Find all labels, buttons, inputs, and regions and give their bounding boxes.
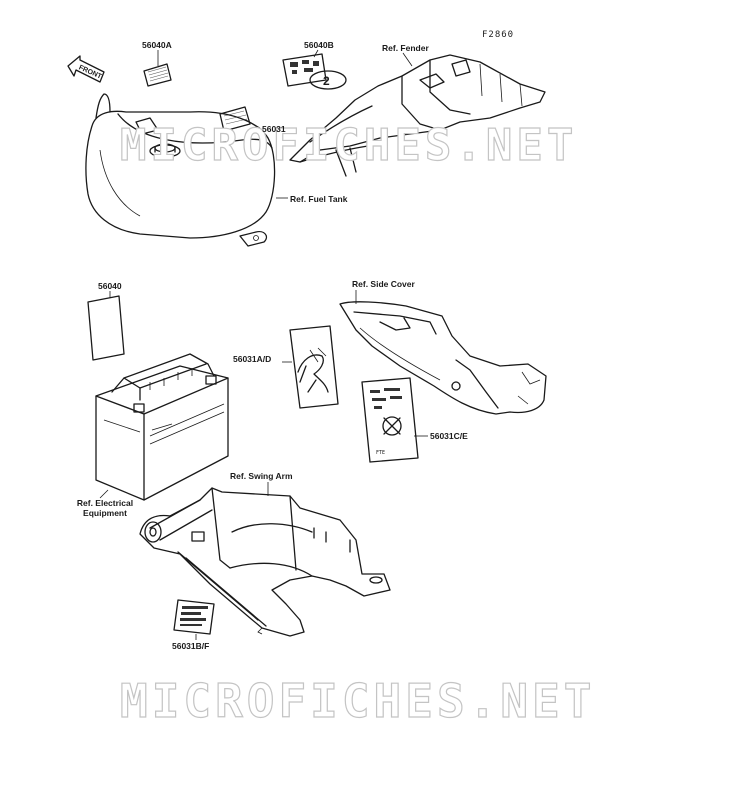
decal-56040-sheet	[87, 295, 125, 361]
decal-56040b-sheet: 2	[282, 53, 347, 90]
fuel-tank-drawing	[85, 93, 276, 247]
leader-fender	[402, 52, 413, 67]
label-ref-swing-arm: Ref. Swing Arm	[230, 471, 293, 481]
label-56031bf: 56031B/F	[172, 641, 210, 651]
side-cover-drawing	[339, 301, 547, 415]
label-ref-electrical-line1: Ref. Electrical	[76, 498, 134, 508]
label-56040a: 56040A	[142, 40, 172, 50]
battery-drawing	[95, 353, 229, 501]
label-ref-electrical: Ref. Electrical Equipment	[70, 498, 140, 518]
figure-code: F2860	[482, 30, 515, 40]
label-ref-side-cover: Ref. Side Cover	[352, 279, 415, 289]
label-56031ce: 56031C/E	[430, 431, 468, 441]
label-ref-fuel-tank: Ref. Fuel Tank	[290, 194, 348, 204]
decal-56031ad-sheet	[289, 325, 339, 409]
watermark-upper: MICROFICHES.NET	[119, 119, 578, 171]
label-56031ad: 56031A/D	[233, 354, 272, 364]
watermark-lower: MICROFICHES.NET	[119, 673, 596, 728]
label-ref-electrical-line2: Equipment	[83, 508, 127, 518]
label-56040b: 56040B	[304, 40, 334, 50]
swing-arm-drawing	[139, 487, 391, 637]
leader-56040b	[313, 49, 319, 58]
decal-56031bf-sheet	[173, 599, 215, 635]
front-arrow-sign: FRONT	[67, 55, 105, 83]
label-56031: 56031	[262, 124, 286, 134]
leader-electrical	[99, 489, 109, 499]
decal-numeral: 2	[323, 74, 330, 88]
decal-fte-text: FTE	[376, 450, 385, 456]
rear-fender-drawing	[289, 54, 546, 177]
decal-56031ce-sheet: FTE	[361, 377, 419, 463]
label-56040: 56040	[98, 281, 122, 291]
label-ref-fender: Ref. Fender	[382, 43, 429, 53]
decal-56040a-sheet	[143, 63, 172, 87]
